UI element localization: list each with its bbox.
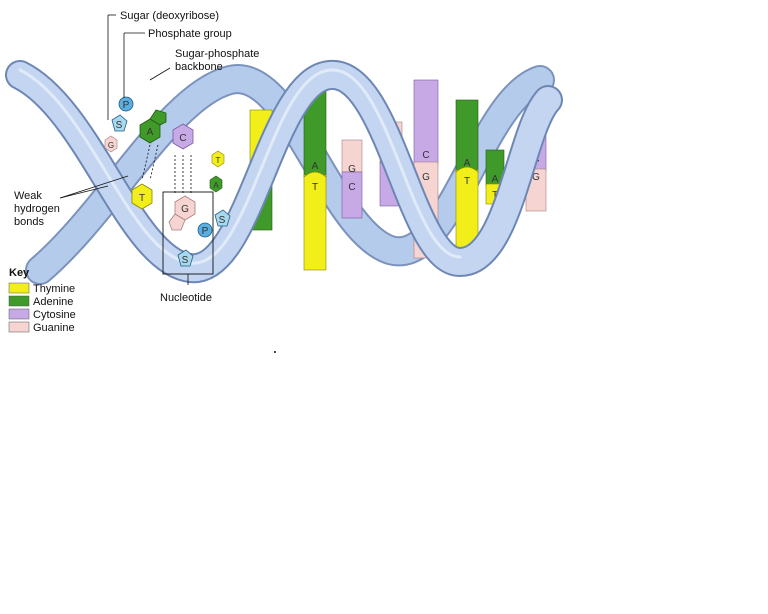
phosphate-group	[118, 96, 134, 112]
rung-label-t: T	[492, 190, 498, 201]
glyph-s: S	[182, 255, 189, 266]
glyph-p: P	[202, 226, 209, 237]
label-sugar: Sugar (deoxyribose)	[120, 10, 219, 22]
key-swatch-adenine	[8, 295, 30, 307]
glyph-g: G	[181, 204, 189, 215]
rung-label-t: T	[312, 182, 318, 193]
glyph-p: P	[123, 100, 130, 111]
glyph-s: S	[116, 120, 123, 131]
sugar-deoxyribose	[177, 249, 194, 267]
rung-label-a: A	[464, 158, 471, 169]
label-weak-line1: Weak	[14, 190, 42, 202]
label-weak-line3: bonds	[14, 216, 44, 228]
glyph-a: A	[213, 181, 219, 190]
rung-cytosine	[341, 171, 363, 219]
rung-label-c: C	[348, 182, 355, 193]
phosphate-group	[197, 222, 213, 238]
label-backbone-line1: Sugar-phosphate	[175, 48, 259, 60]
nucleotide-detail: A C T G P P S S S G T A	[104, 96, 231, 275]
label-phosphate-group: Phosphate group	[148, 28, 232, 40]
key-label-thymine: Thymine	[33, 283, 75, 295]
rung-label-c: C	[422, 150, 429, 161]
glyph-s: S	[219, 215, 226, 226]
thymine-base	[131, 183, 153, 210]
rung-label-a: A	[492, 174, 499, 185]
label-nucleotide: Nucleotide	[160, 292, 212, 304]
glyph-c: C	[179, 133, 186, 144]
cytosine-base	[172, 123, 194, 150]
leader-lines	[59, 14, 189, 285]
key-label-cytosine: Cytosine	[33, 309, 76, 321]
glyph-t: T	[216, 156, 221, 165]
rung-label-g: G	[422, 172, 430, 183]
rung-cytosine	[413, 79, 439, 165]
label-weak-line2: hydrogen	[14, 203, 60, 215]
stray-dot	[274, 351, 276, 353]
key-swatch-thymine	[8, 282, 30, 294]
key-title: Key	[9, 267, 30, 279]
glyph-g: G	[108, 141, 114, 150]
rung-label-g: G	[532, 172, 540, 183]
label-backbone-line2: backbone	[175, 61, 223, 73]
glyph-a: A	[147, 127, 154, 138]
key-swatch-cytosine	[8, 308, 30, 320]
rung-label-g: G	[348, 164, 356, 175]
glyph-t: T	[139, 193, 145, 204]
rung-label-a: A	[312, 161, 319, 172]
key-swatch-guanine	[8, 321, 30, 333]
key-legend: Key Thymine Adenine Cytosine Guanine	[8, 267, 76, 334]
key-label-guanine: Guanine	[33, 322, 75, 334]
rung-label-t: T	[464, 176, 470, 187]
sugar-deoxyribose	[111, 114, 128, 132]
sugar-deoxyribose	[214, 209, 231, 227]
key-label-adenine: Adenine	[33, 296, 73, 308]
